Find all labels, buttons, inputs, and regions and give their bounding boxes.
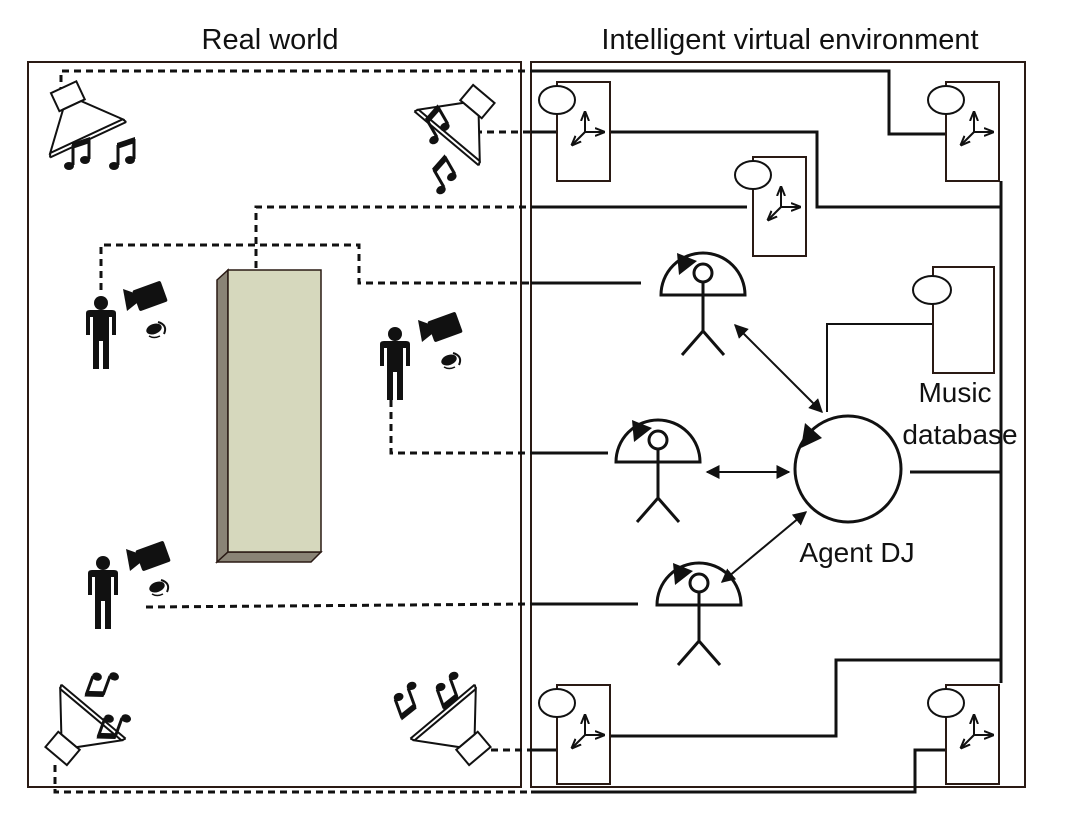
title-real-world: Real world [202,24,339,56]
link-speaker-top-left [59,69,531,94]
solid-links [531,69,1003,794]
agent-dj-rotation-arrow-icon [801,423,822,448]
sensor-agent-bottom-right [928,685,999,784]
agent-dj [793,414,903,524]
title-virtual-environment: Intelligent virtual environment [601,24,978,56]
arrow-user-agent-1-dj [734,324,823,413]
dashed-links [53,69,532,794]
person-1-icon [86,296,116,369]
microphone-1-icon [143,320,167,339]
sensor-agent-bottom-left [539,685,610,784]
microphone-2-icon [438,351,462,370]
music-note-icon [82,663,122,707]
microphone-3-icon [146,578,170,597]
music-database-label-line1: Music [918,377,991,408]
music-database [912,266,995,374]
sensor-agent-top-right [928,82,999,181]
person-3-icon [88,556,118,629]
link-pillar [254,205,531,268]
user-agent-1 [659,251,747,357]
music-database-label-line2: database [902,419,1017,450]
music-note-icon [107,135,137,172]
real-world-frame [27,61,522,788]
arrow-user-agent-3-dj [720,511,808,583]
person-2-icon [380,327,410,400]
pillar-obstacle [215,268,323,564]
database-icon [912,275,952,305]
camera-2-icon [418,311,463,343]
virtual-environment-frame [530,61,1026,788]
speaker-bottom-right-icon [409,683,514,785]
agent-dj-label: Agent DJ [799,537,914,568]
link-person-2 [389,400,531,455]
user-agent-3 [655,561,743,667]
agent-dj-circle [793,414,903,524]
camera-3-icon [126,540,171,572]
music-note-icon [420,152,463,198]
user-agent-2 [614,418,702,524]
camera-1-icon [123,280,168,312]
link-speaker-bottom-left [53,765,531,794]
link-person-1 [99,243,531,290]
music-note-icon [388,678,428,722]
link-person-3 [145,602,532,609]
